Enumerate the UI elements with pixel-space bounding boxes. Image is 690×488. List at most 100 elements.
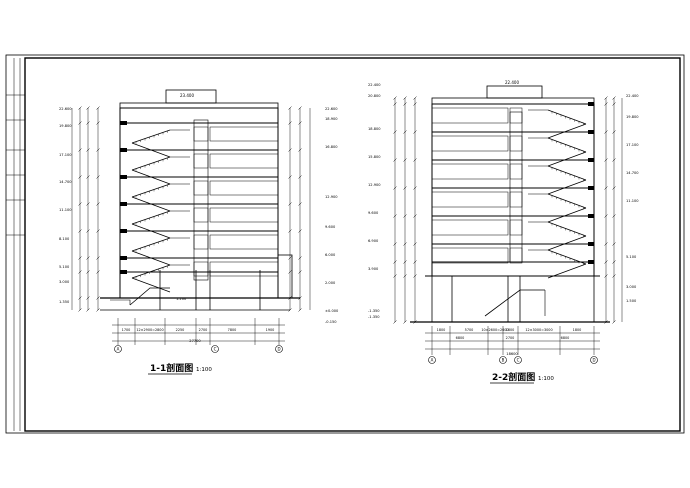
dim-tick: [288, 175, 292, 179]
dim-tick: [612, 102, 616, 106]
dimension-text: 2700: [199, 328, 208, 332]
dim-tick: [78, 106, 82, 110]
dim-tick: [96, 308, 100, 312]
dim-tick: [612, 158, 616, 162]
dim-tick: [413, 186, 417, 190]
stair-flight: [547, 221, 587, 237]
dim-tick: [86, 106, 90, 110]
dim-tick: [96, 148, 100, 152]
dim-tick: [413, 260, 417, 264]
section-2-scale: 1:100: [538, 376, 554, 382]
dimension-text: 1700: [122, 328, 131, 332]
elevation-label: 14.700: [626, 171, 639, 175]
room-section: [209, 207, 279, 223]
elevation-label: 19.800: [59, 124, 72, 128]
stair-flight: [547, 123, 587, 139]
window: [193, 207, 209, 223]
dim-tick: [288, 296, 292, 300]
stair-flight: [131, 223, 171, 239]
section-2-floors: [431, 102, 594, 264]
dim-tick: [86, 202, 90, 206]
dim-tick: [403, 274, 407, 278]
dim-tick: [86, 256, 90, 260]
elevation-label: 14.700: [59, 180, 72, 184]
elevation-label: 22.600: [59, 107, 72, 111]
slab-edge: [120, 229, 127, 233]
dim-tick: [612, 242, 616, 246]
dim-tick: [96, 175, 100, 179]
svg-text:D: D: [277, 347, 280, 352]
room-section: [209, 126, 279, 142]
dimension-text: 2250: [176, 328, 185, 332]
section-1-scale: 1:100: [196, 367, 212, 373]
slab-edge: [588, 260, 594, 264]
elevation-label: 8.100: [59, 237, 70, 241]
slab-edge: [120, 202, 127, 206]
stair-flight: [547, 151, 587, 167]
dim-tick: [403, 96, 407, 100]
elevation-label: -0.150: [325, 320, 337, 324]
elevation-label: 22.600: [325, 107, 338, 111]
section-2-roof-elevation: 22.400: [505, 80, 519, 85]
svg-text:B: B: [502, 358, 505, 363]
section-1-floors: [120, 121, 279, 277]
elevation-label: 1.350: [59, 300, 70, 304]
dimension-text: 12×2900=2800: [136, 328, 163, 332]
dim-tick: [604, 242, 608, 246]
dim-tick: [393, 274, 397, 278]
room-section: [209, 153, 279, 169]
room-section: [431, 191, 509, 208]
dim-tick: [413, 158, 417, 162]
section-2-total-dim: 18600: [506, 352, 518, 356]
stair-flight: [131, 210, 171, 225]
stair-flight: [131, 250, 171, 266]
dimension-text: 7800: [228, 328, 237, 332]
section-2-right-elevations: 22.40019.80017.10014.70011.1005.1003.000…: [626, 94, 639, 303]
section-1-roof-elevation: 23.400: [180, 93, 194, 98]
dim-tick: [413, 242, 417, 246]
dimension-text: 1800: [573, 328, 582, 332]
stair-flight: [131, 196, 171, 212]
dim-tick: [612, 96, 616, 100]
dim-tick: [393, 242, 397, 246]
dim-tick: [298, 148, 302, 152]
dim-tick: [96, 296, 100, 300]
stair-flight: [131, 237, 171, 252]
section-1-stairs: [131, 129, 190, 293]
svg-text:D: D: [592, 358, 595, 363]
dimension-text: 2700: [506, 336, 515, 340]
dim-tick: [298, 229, 302, 233]
dim-tick: [86, 270, 90, 274]
section-1-landing-label: 1.200: [176, 297, 187, 301]
elevation-label: 11.100: [626, 199, 639, 203]
elevation-label: 5.100: [59, 265, 70, 269]
dim-tick: [403, 186, 407, 190]
dim-tick: [288, 121, 292, 125]
elevation-label: 3.000: [626, 285, 637, 289]
dimension-text: 5700: [465, 328, 474, 332]
dimension-text: 1900: [266, 328, 275, 332]
dim-tick: [393, 186, 397, 190]
dimension-text: 1800: [506, 328, 515, 332]
dim-tick: [393, 130, 397, 134]
dim-tick: [78, 256, 82, 260]
dim-tick: [78, 202, 82, 206]
dim-tick: [298, 296, 302, 300]
slab-edge: [120, 175, 127, 179]
stair-flight: [547, 179, 587, 195]
section-2-axis-b: B: [499, 356, 507, 364]
section-1-axis-a: A: [114, 345, 122, 353]
dim-tick: [403, 130, 407, 134]
dim-tick: [86, 296, 90, 300]
stair-flight: [547, 263, 587, 279]
window: [509, 219, 523, 236]
dim-tick: [413, 274, 417, 278]
dim-tick: [604, 102, 608, 106]
dim-tick: [86, 175, 90, 179]
section-1-drawing: [100, 89, 300, 311]
stair-flight: [131, 264, 171, 279]
stair-flight: [547, 193, 587, 209]
elevation-label: 18.800: [368, 127, 381, 131]
